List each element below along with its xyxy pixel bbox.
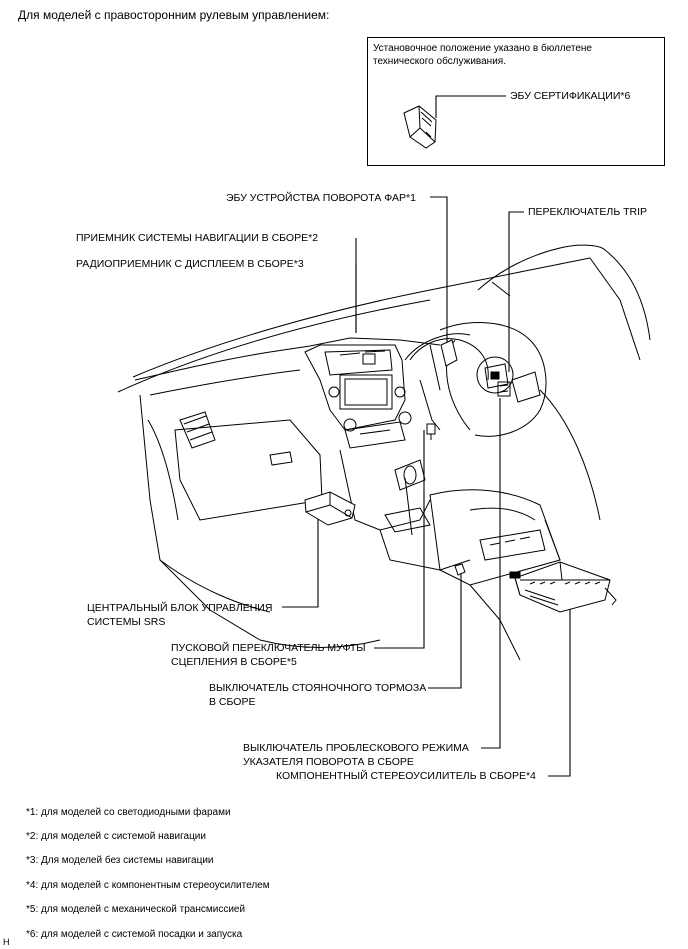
corner-mark: H <box>3 937 10 947</box>
srs-label-line1: ЦЕНТРАЛЬНЫЙ БЛОК УПРАВЛЕНИЯ <box>87 602 273 614</box>
certification-ecu-icon <box>403 105 437 149</box>
hazard-label-line1: ВЫКЛЮЧАТЕЛЬ ПРОБЛЕСКОВОГО РЕЖИМА <box>243 742 469 754</box>
parking-label-line2: В СБОРЕ <box>209 696 256 708</box>
clutch-label-line1: ПУСКОВОЙ ПЕРЕКЛЮЧАТЕЛЬ МУФТЫ <box>171 642 366 654</box>
dashboard-outline <box>134 322 601 661</box>
footnote-6: *6: для моделей с системой посадки и зап… <box>26 929 243 940</box>
footnote-5: *5: для моделей с механической трансмисс… <box>26 904 246 915</box>
headlamp-ecu-sketch <box>440 339 458 367</box>
clutch-switch-sketch <box>426 423 436 440</box>
amplifier-sketch <box>509 561 617 613</box>
amplifier-label: КОМПОНЕНТНЫЙ СТЕРЕОУСИЛИТЕЛЬ В СБОРЕ*4 <box>276 770 536 782</box>
inset-note-line2: технического обслуживания. <box>373 56 506 67</box>
inset-note: Установочное положение указано в бюллете… <box>373 42 653 68</box>
leader-lines <box>282 95 571 777</box>
hazard-label-line2: УКАЗАТЕЛЯ ПОВОРОТА В СБОРЕ <box>243 756 414 768</box>
clutch-switch-label: ПУСКОВОЙ ПЕРЕКЛЮЧАТЕЛЬ МУФТЫ СЦЕПЛЕНИЯ В… <box>171 641 366 669</box>
certification-ecu-label: ЭБУ СЕРТИФИКАЦИИ*6 <box>510 90 631 102</box>
parking-label-line1: ВЫКЛЮЧАТЕЛЬ СТОЯНОЧНОГО ТОРМОЗА <box>209 682 427 694</box>
srs-label-line2: СИСТЕМЫ SRS <box>87 616 166 628</box>
footnote-2: *2: для моделей с системой навигации <box>26 831 206 842</box>
parking-brake-switch-sketch <box>454 563 466 576</box>
srs-unit-sketch <box>304 491 356 526</box>
footnote-3: *3: Для моделей без системы навигации <box>26 855 214 866</box>
clutch-label-line2: СЦЕПЛЕНИЯ В СБОРЕ*5 <box>171 656 297 668</box>
inset-note-line1: Установочное положение указано в бюллете… <box>373 43 592 54</box>
trip-switch-label: ПЕРЕКЛЮЧАТЕЛЬ TRIP <box>528 206 648 218</box>
hazard-switch-label: ВЫКЛЮЧАТЕЛЬ ПРОБЛЕСКОВОГО РЕЖИМА УКАЗАТЕ… <box>243 741 469 769</box>
radio-receiver-label: РАДИОПРИЕМНИК С ДИСПЛЕЕМ В СБОРЕ*3 <box>76 258 304 270</box>
page-title: Для моделей с правосторонним рулевым упр… <box>18 8 330 22</box>
footnote-4: *4: для моделей с компонентным стереоуси… <box>26 880 270 891</box>
parking-brake-label: ВЫКЛЮЧАТЕЛЬ СТОЯНОЧНОГО ТОРМОЗА В СБОРЕ <box>209 681 426 709</box>
footnote-1: *1: для моделей со светодиодными фарами <box>26 807 231 818</box>
inset-box <box>367 37 665 166</box>
headlamp-ecu-label: ЭБУ УСТРОЙСТВА ПОВОРОТА ФАР*1 <box>226 192 416 204</box>
nav-receiver-label: ПРИЕМНИК СИСТЕМЫ НАВИГАЦИИ В СБОРЕ*2 <box>76 232 319 244</box>
windshield-outline <box>117 244 651 393</box>
srs-label: ЦЕНТРАЛЬНЫЙ БЛОК УПРАВЛЕНИЯ СИСТЕМЫ SRS <box>87 601 272 629</box>
